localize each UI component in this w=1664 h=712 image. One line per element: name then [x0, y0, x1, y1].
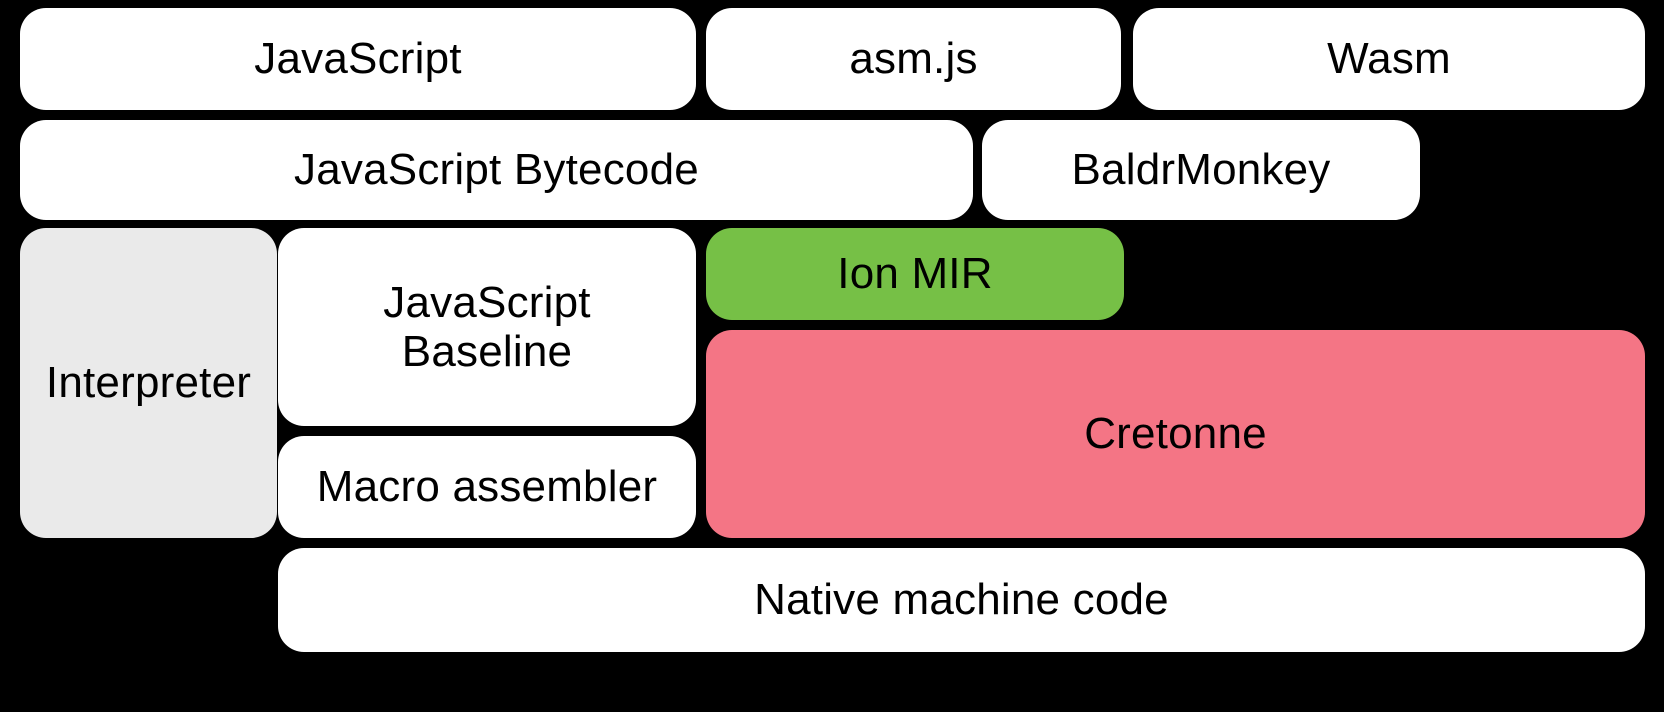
node-interpreter: Interpreter	[20, 228, 277, 538]
node-cretonne: Cretonne	[706, 330, 1645, 538]
node-javascript-bytecode: JavaScript Bytecode	[20, 120, 973, 220]
node-ion-mir: Ion MIR	[706, 228, 1124, 320]
node-macro-assembler: Macro assembler	[278, 436, 696, 538]
node-asmjs: asm.js	[706, 8, 1121, 110]
node-native-machine-code: Native machine code	[278, 548, 1645, 652]
node-wasm: Wasm	[1133, 8, 1645, 110]
node-javascript: JavaScript	[20, 8, 696, 110]
node-javascript-baseline: JavaScript Baseline	[278, 228, 696, 426]
node-baldrmonkey: BaldrMonkey	[982, 120, 1420, 220]
